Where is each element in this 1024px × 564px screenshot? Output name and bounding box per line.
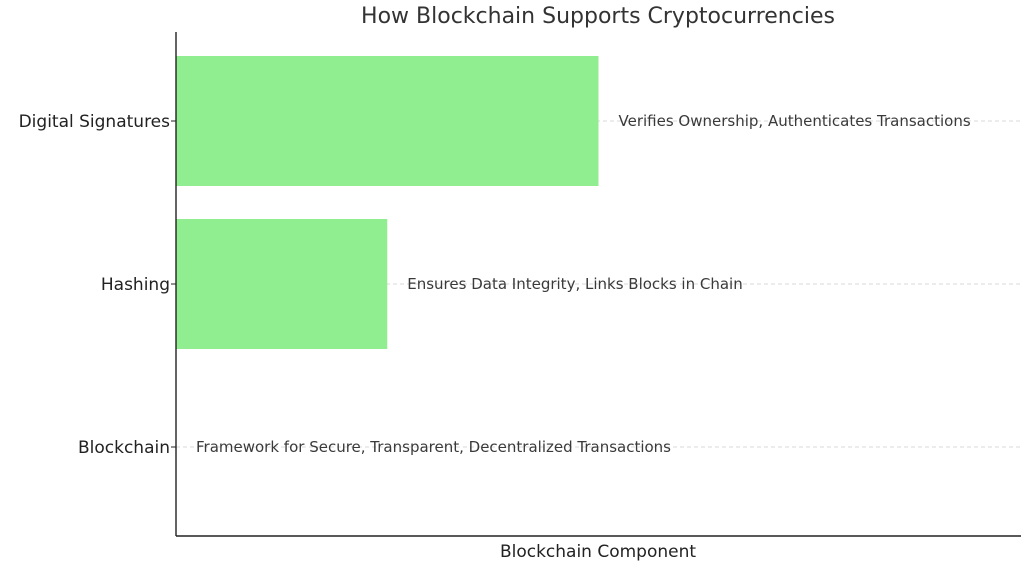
bars	[176, 56, 599, 349]
x-axis-label: Blockchain Component	[500, 542, 696, 562]
bar	[176, 219, 388, 349]
bar-annotation: Ensures Data Integrity, Links Blocks in …	[407, 275, 742, 293]
y-tick-label: Hashing	[101, 275, 170, 295]
bar-annotation: Verifies Ownership, Authenticates Transa…	[619, 112, 971, 130]
chart-title: How Blockchain Supports Cryptocurrencies	[361, 4, 835, 29]
y-tick-labels: Blockchain Hashing Digital Signatures	[19, 112, 176, 458]
bar-annotations: Framework for Secure, Transparent, Decen…	[196, 112, 971, 456]
bar	[176, 56, 599, 186]
y-tick-label: Blockchain	[78, 438, 170, 458]
bar-annotation: Framework for Secure, Transparent, Decen…	[196, 438, 671, 456]
y-tick-label: Digital Signatures	[19, 112, 171, 132]
